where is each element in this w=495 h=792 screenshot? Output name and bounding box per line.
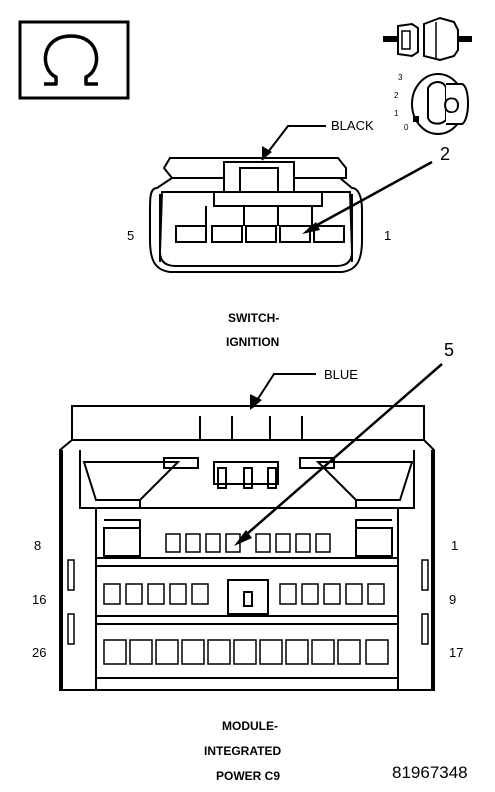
key-position-2: 2 <box>394 91 399 100</box>
terminal-row-3 <box>103 639 389 665</box>
connector-1-pin-left: 5 <box>127 228 134 243</box>
connector-1-caption-1: SWITCH- <box>228 311 279 325</box>
ignition-key-icon: O 3 2 1 0 <box>394 73 469 135</box>
blue-label-arrowhead <box>250 394 262 410</box>
integrated-power-connector <box>59 405 435 691</box>
callout-2: 2 <box>440 144 450 164</box>
terminal-row-2 <box>103 583 385 605</box>
key-letter: O <box>443 93 460 118</box>
connector-1-pin-right: 1 <box>384 228 391 243</box>
connector-2-caption-3: POWER C9 <box>216 769 280 783</box>
ohm-icon <box>18 20 130 100</box>
key-position-1: 1 <box>394 109 399 118</box>
connector-2-pin-26: 26 <box>32 645 46 660</box>
connector-2-color: BLUE <box>324 367 358 382</box>
connector-2-pin-1: 1 <box>451 538 458 553</box>
connector-2-pin-16: 16 <box>32 592 46 607</box>
key-position-3: 3 <box>398 73 403 82</box>
callout-5-leader <box>234 363 443 546</box>
connector-2-pin-9: 9 <box>449 592 456 607</box>
connector-2-caption-1: MODULE- <box>222 719 278 733</box>
callout-5: 5 <box>444 340 454 360</box>
blue-label-leader <box>251 373 316 409</box>
black-label-arrowhead <box>262 146 272 160</box>
side-latches <box>67 559 429 645</box>
connector-plug-icon <box>383 16 472 62</box>
callout-2-leader <box>302 160 433 234</box>
ignition-switch-connector <box>149 157 363 273</box>
key-position-0: 0 <box>404 123 409 132</box>
terminal-row-1 <box>165 533 331 553</box>
connector-2-pin-17: 17 <box>449 645 463 660</box>
connector-1-caption-2: IGNITION <box>226 335 279 349</box>
figure-id: 81967348 <box>392 763 468 782</box>
connector-2-pin-8: 8 <box>34 538 41 553</box>
connector-2-caption-2: INTEGRATED <box>204 744 281 758</box>
connector-1-color: BLACK <box>331 118 374 133</box>
black-label-leader <box>261 125 326 161</box>
